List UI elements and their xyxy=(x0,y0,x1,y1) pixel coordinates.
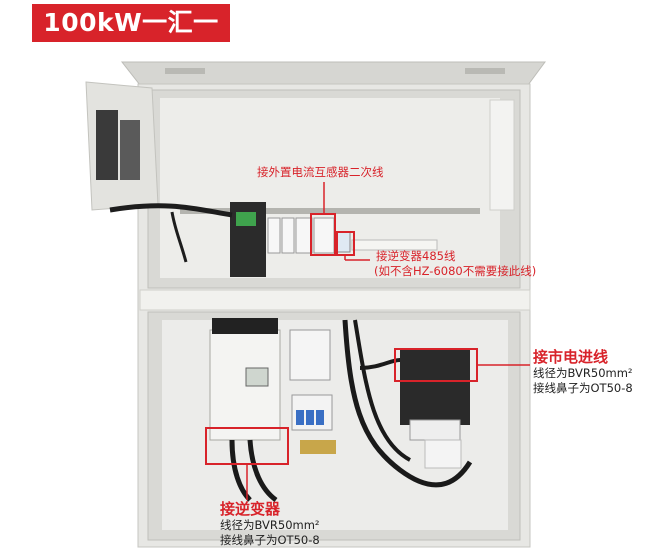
label-ct-secondary: 接外置电流互感器二次线 xyxy=(257,165,384,179)
label-grid-in-title: 接市电进线 xyxy=(533,348,609,366)
highlight-ct-secondary xyxy=(310,213,336,256)
label-inverter-in-title: 接逆变器 xyxy=(220,500,281,518)
breaker-left xyxy=(209,329,281,441)
breaker-right xyxy=(400,350,470,425)
label-inverter-485-note: (如不含HZ-6080不需要接此线) xyxy=(374,264,537,278)
label-inverter-in-line1: 线径为BVR50mm² xyxy=(220,518,320,532)
label-inverter-485: 接逆变器485线 xyxy=(376,249,456,263)
label-grid-in-line2: 接线鼻子为OT50-8 xyxy=(533,381,633,395)
label-inverter-in-line2: 接线鼻子为OT50-8 xyxy=(220,533,320,547)
label-grid-in-line1: 线径为BVR50mm² xyxy=(533,366,633,380)
banner-title: 100kW一汇一 xyxy=(32,4,230,42)
